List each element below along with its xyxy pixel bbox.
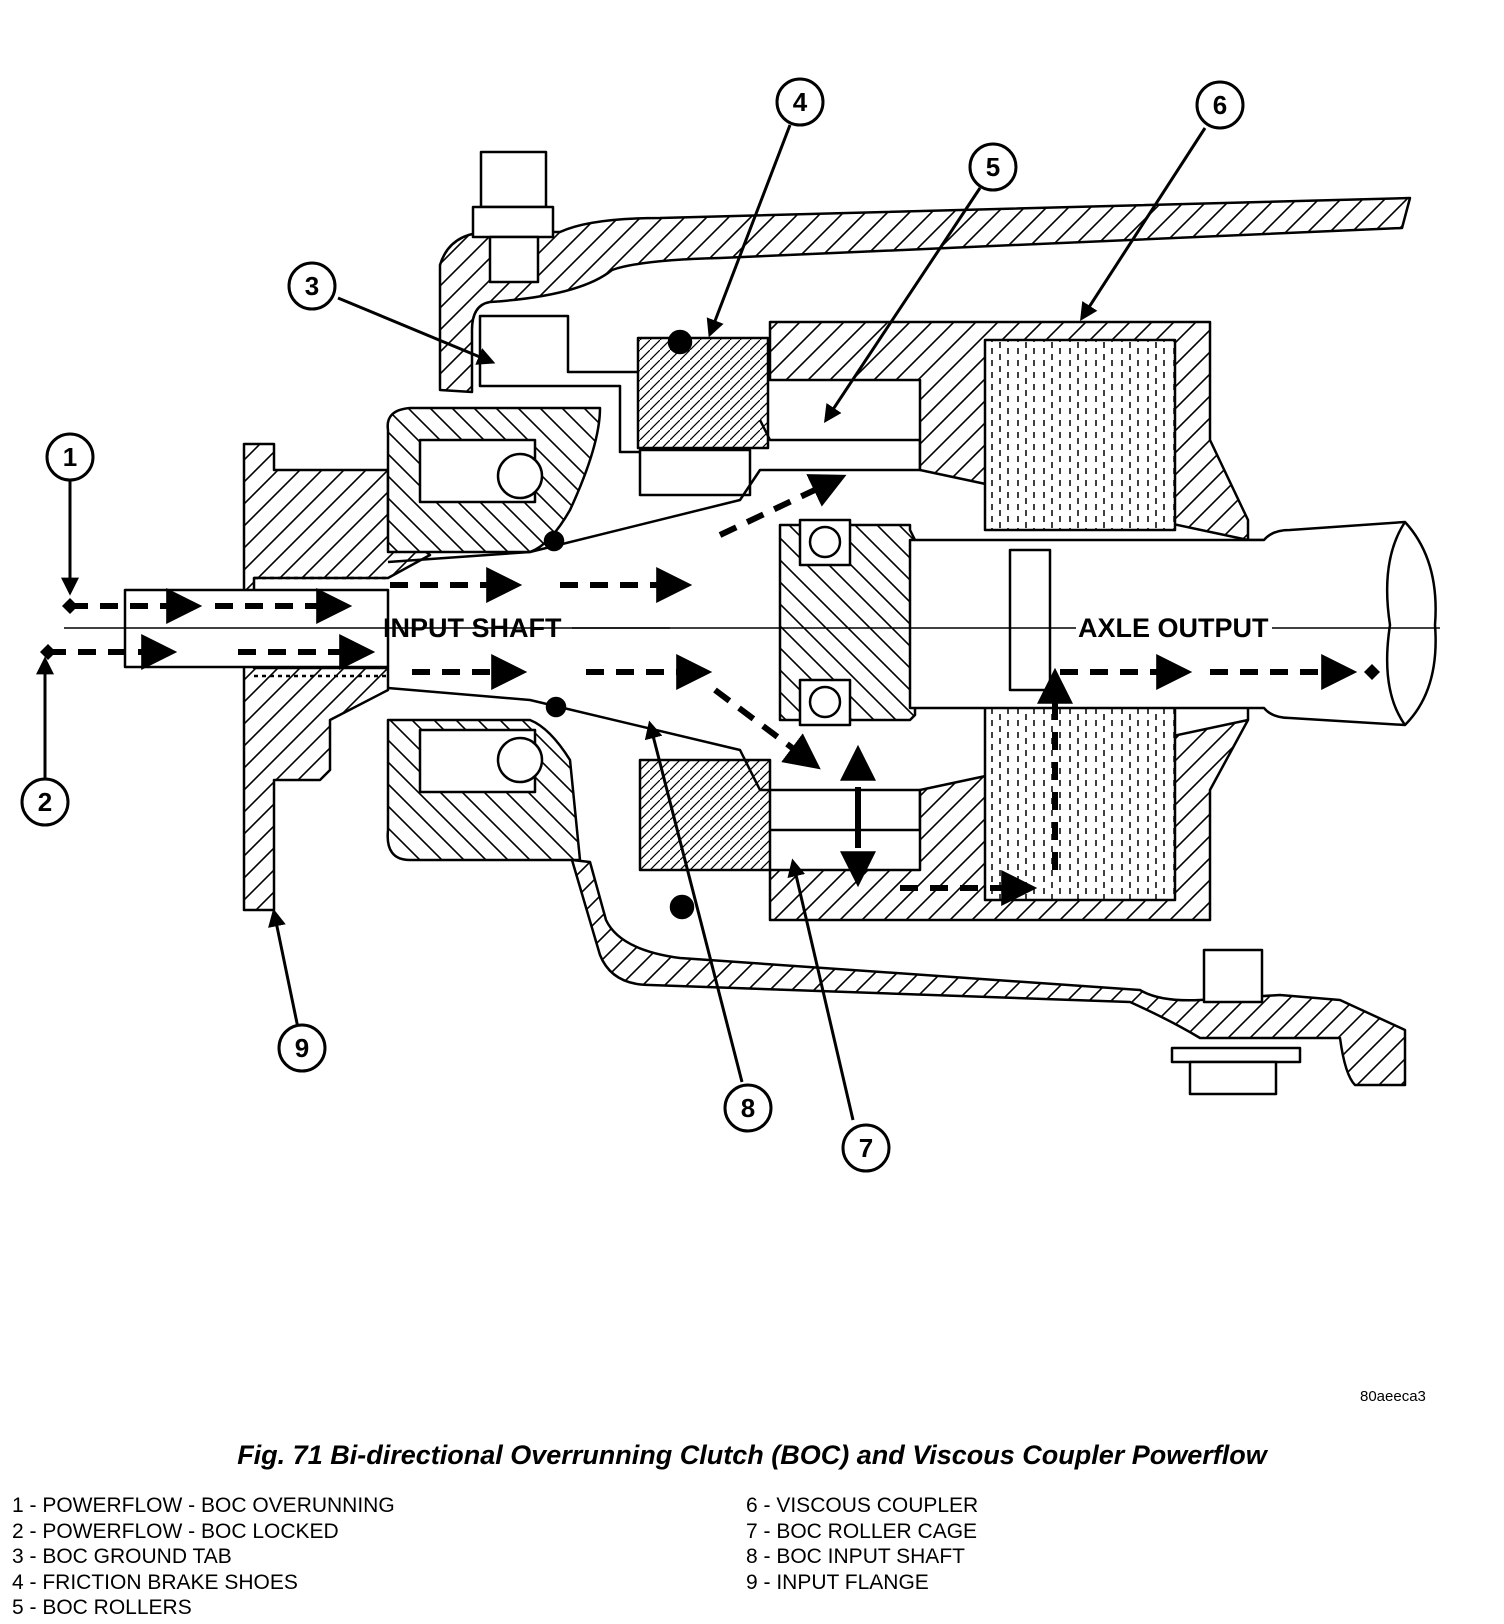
brake-shoe-lower — [669, 894, 695, 920]
callout-2: 2 — [20, 777, 70, 827]
diamond-marker — [62, 598, 78, 614]
callout-9: 9 — [277, 1023, 327, 1073]
legend-item: 8 - BOC INPUT SHAFT — [746, 1545, 965, 1568]
svg-text:9: 9 — [295, 1033, 309, 1063]
bearing-lower-ball — [496, 736, 544, 784]
input-shaft-label: INPUT SHAFT — [383, 613, 562, 643]
diamond-marker — [40, 644, 56, 660]
legend-item: 3 - BOC GROUND TAB — [12, 1545, 232, 1568]
legend-item: 2 - POWERFLOW - BOC LOCKED — [12, 1519, 339, 1543]
axle-output-label-bg — [1076, 612, 1272, 646]
callout-1: 1 — [45, 432, 95, 482]
callout-5: 5 — [968, 142, 1018, 192]
flow-diamonds — [40, 598, 1380, 680]
callout-6: 6 — [1195, 80, 1245, 130]
svg-text:4: 4 — [793, 87, 808, 117]
roller-cage-upper — [638, 448, 752, 497]
bottom-bolt-head — [1202, 948, 1264, 1004]
leader-4 — [706, 124, 792, 338]
top-bolt-body — [488, 235, 540, 284]
svg-text:7: 7 — [859, 1133, 873, 1163]
figure-code: 80aeeca3 — [1360, 1388, 1426, 1405]
powerflow-arrows — [48, 474, 1358, 906]
roller-assembly-upper — [636, 336, 770, 450]
hub-bearing-upper-ball — [808, 525, 842, 559]
callout-4: 4 — [775, 77, 825, 127]
housing-lower — [570, 858, 1407, 1087]
leader-3 — [337, 296, 496, 365]
brake-shoe-upper — [667, 329, 693, 355]
roller-assembly-lower — [638, 758, 772, 872]
diamond-marker — [1364, 664, 1380, 680]
callouts: 1 2 3 4 5 6 7 8 — [20, 77, 1245, 1173]
callout-3: 3 — [287, 261, 337, 311]
legend-item: 7 - BOC ROLLER CAGE — [746, 1519, 978, 1543]
callout-leaders — [36, 124, 1207, 1121]
clutch-cross-section-diagram: INPUT SHAFT AXLE OUTPUT 1 2 3 4 — [20, 77, 1440, 1173]
leader-6 — [1080, 127, 1207, 322]
viscous-plates-upper — [983, 338, 1177, 532]
figure-caption: Fig. 71 Bi-directional Overrunning Clutc… — [237, 1440, 1267, 1470]
leader-8 — [644, 720, 744, 1083]
bearing-upper-ball — [496, 452, 544, 500]
legend-right-column: 6 - VISCOUS COUPLER 7 - BOC ROLLER CAGE … — [746, 1493, 978, 1595]
axle-spline — [1008, 548, 1052, 692]
legend-item: 4 - FRICTION BRAKE SHOES — [12, 1570, 298, 1594]
viscous-plates-lower — [983, 698, 1177, 902]
svg-text:8: 8 — [741, 1093, 755, 1123]
svg-text:1: 1 — [63, 442, 77, 472]
bottom-bolt-washer — [1170, 1046, 1302, 1064]
leader-7 — [787, 858, 855, 1121]
legend-item: 5 - BOC ROLLERS — [12, 1596, 192, 1619]
axle-output-end — [1385, 521, 1407, 726]
legend-left-column: 1 - POWERFLOW - BOC OVERUNNING 2 - POWER… — [12, 1493, 395, 1621]
svg-text:6: 6 — [1213, 90, 1227, 120]
drawing-parts — [123, 150, 1437, 1096]
callout-8: 8 — [723, 1083, 773, 1133]
leader-5 — [824, 187, 982, 423]
leader-9 — [268, 908, 300, 1029]
legend-item: 1 - POWERFLOW - BOC OVERUNNING — [12, 1494, 395, 1517]
legend-item: 6 - VISCOUS COUPLER — [746, 1494, 979, 1517]
flow-arrow-to-rollers-up — [718, 474, 847, 538]
top-bolt-head — [479, 150, 548, 209]
hub-bearing-lower-ball — [808, 685, 842, 719]
flow-arrow-to-rollers-down — [713, 687, 821, 770]
axle-output-label: AXLE OUTPUT — [1078, 613, 1269, 643]
callout-7: 7 — [841, 1123, 891, 1173]
svg-text:3: 3 — [305, 271, 319, 301]
bottom-bolt-nut — [1188, 1060, 1278, 1096]
legend-item: 9 - INPUT FLANGE — [746, 1570, 929, 1594]
svg-text:2: 2 — [38, 787, 52, 817]
top-bolt-nut — [471, 205, 555, 239]
svg-text:5: 5 — [986, 152, 1000, 182]
